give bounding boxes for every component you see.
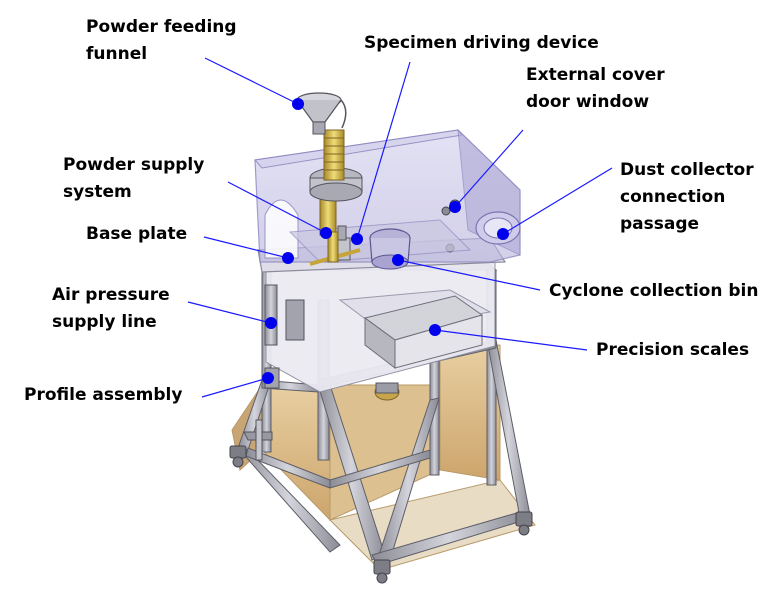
marker-dot-powder-feeding-funnel [292, 98, 304, 110]
leader-lines [187, 57, 613, 398]
label-precision-scales: Precision scales [596, 340, 750, 360]
leader-line-profile-assembly [201, 377, 269, 398]
marker-dot-profile-assembly [262, 372, 274, 384]
label-external-cover-door-window: External cover door window [526, 65, 665, 112]
cyclone-bin [369, 228, 411, 270]
marker-dot-external-cover-door-window [449, 201, 461, 213]
marker-dot-dust-collector-connection-passage [497, 228, 509, 240]
label-base-plate: Base plate [86, 224, 188, 244]
leader-line-specimen-driving-device [356, 61, 411, 240]
frame-back-panels [231, 344, 536, 571]
marker-dot-precision-scales [429, 324, 441, 336]
leader-line-powder-feeding-funnel [204, 57, 299, 105]
caster-feet [229, 445, 533, 584]
label-cyclone-collection-bin: Cyclone collection bin [549, 281, 759, 301]
marker-dot-air-pressure-supply-line [265, 317, 277, 329]
label-powder-feeding-funnel: Powder feeding funnel [86, 17, 237, 64]
marker-dot-powder-supply-system [320, 227, 332, 239]
leader-line-powder-supply-system [227, 181, 327, 234]
leader-line-external-cover-door-window [454, 129, 524, 208]
powder-funnel [296, 92, 347, 135]
label-profile-assembly: Profile assembly [24, 385, 183, 405]
marker-dot-cyclone-collection-bin [392, 254, 404, 266]
label-dust-collector-connection-passage: Dust collector connection passage [620, 160, 754, 234]
marker-dot-base-plate [282, 252, 294, 264]
leader-line-dust-collector-connection-passage [502, 167, 613, 235]
leader-line-cyclone-collection-bin [397, 259, 541, 291]
precision-scale-body [363, 295, 484, 370]
lower-component [374, 382, 400, 401]
leader-line-air-pressure-supply-line [187, 301, 272, 324]
air-pressure-unit [243, 284, 305, 461]
leader-line-precision-scales [434, 329, 588, 351]
leader-line-base-plate [203, 236, 289, 259]
label-specimen-driving-device: Specimen driving device [364, 33, 599, 53]
powder-supply-column [309, 129, 363, 263]
label-air-pressure-supply-line: Air pressure supply line [52, 285, 170, 332]
label-powder-supply-system: Powder supply system [63, 155, 205, 202]
marker-dot-specimen-driving-device [351, 233, 363, 245]
